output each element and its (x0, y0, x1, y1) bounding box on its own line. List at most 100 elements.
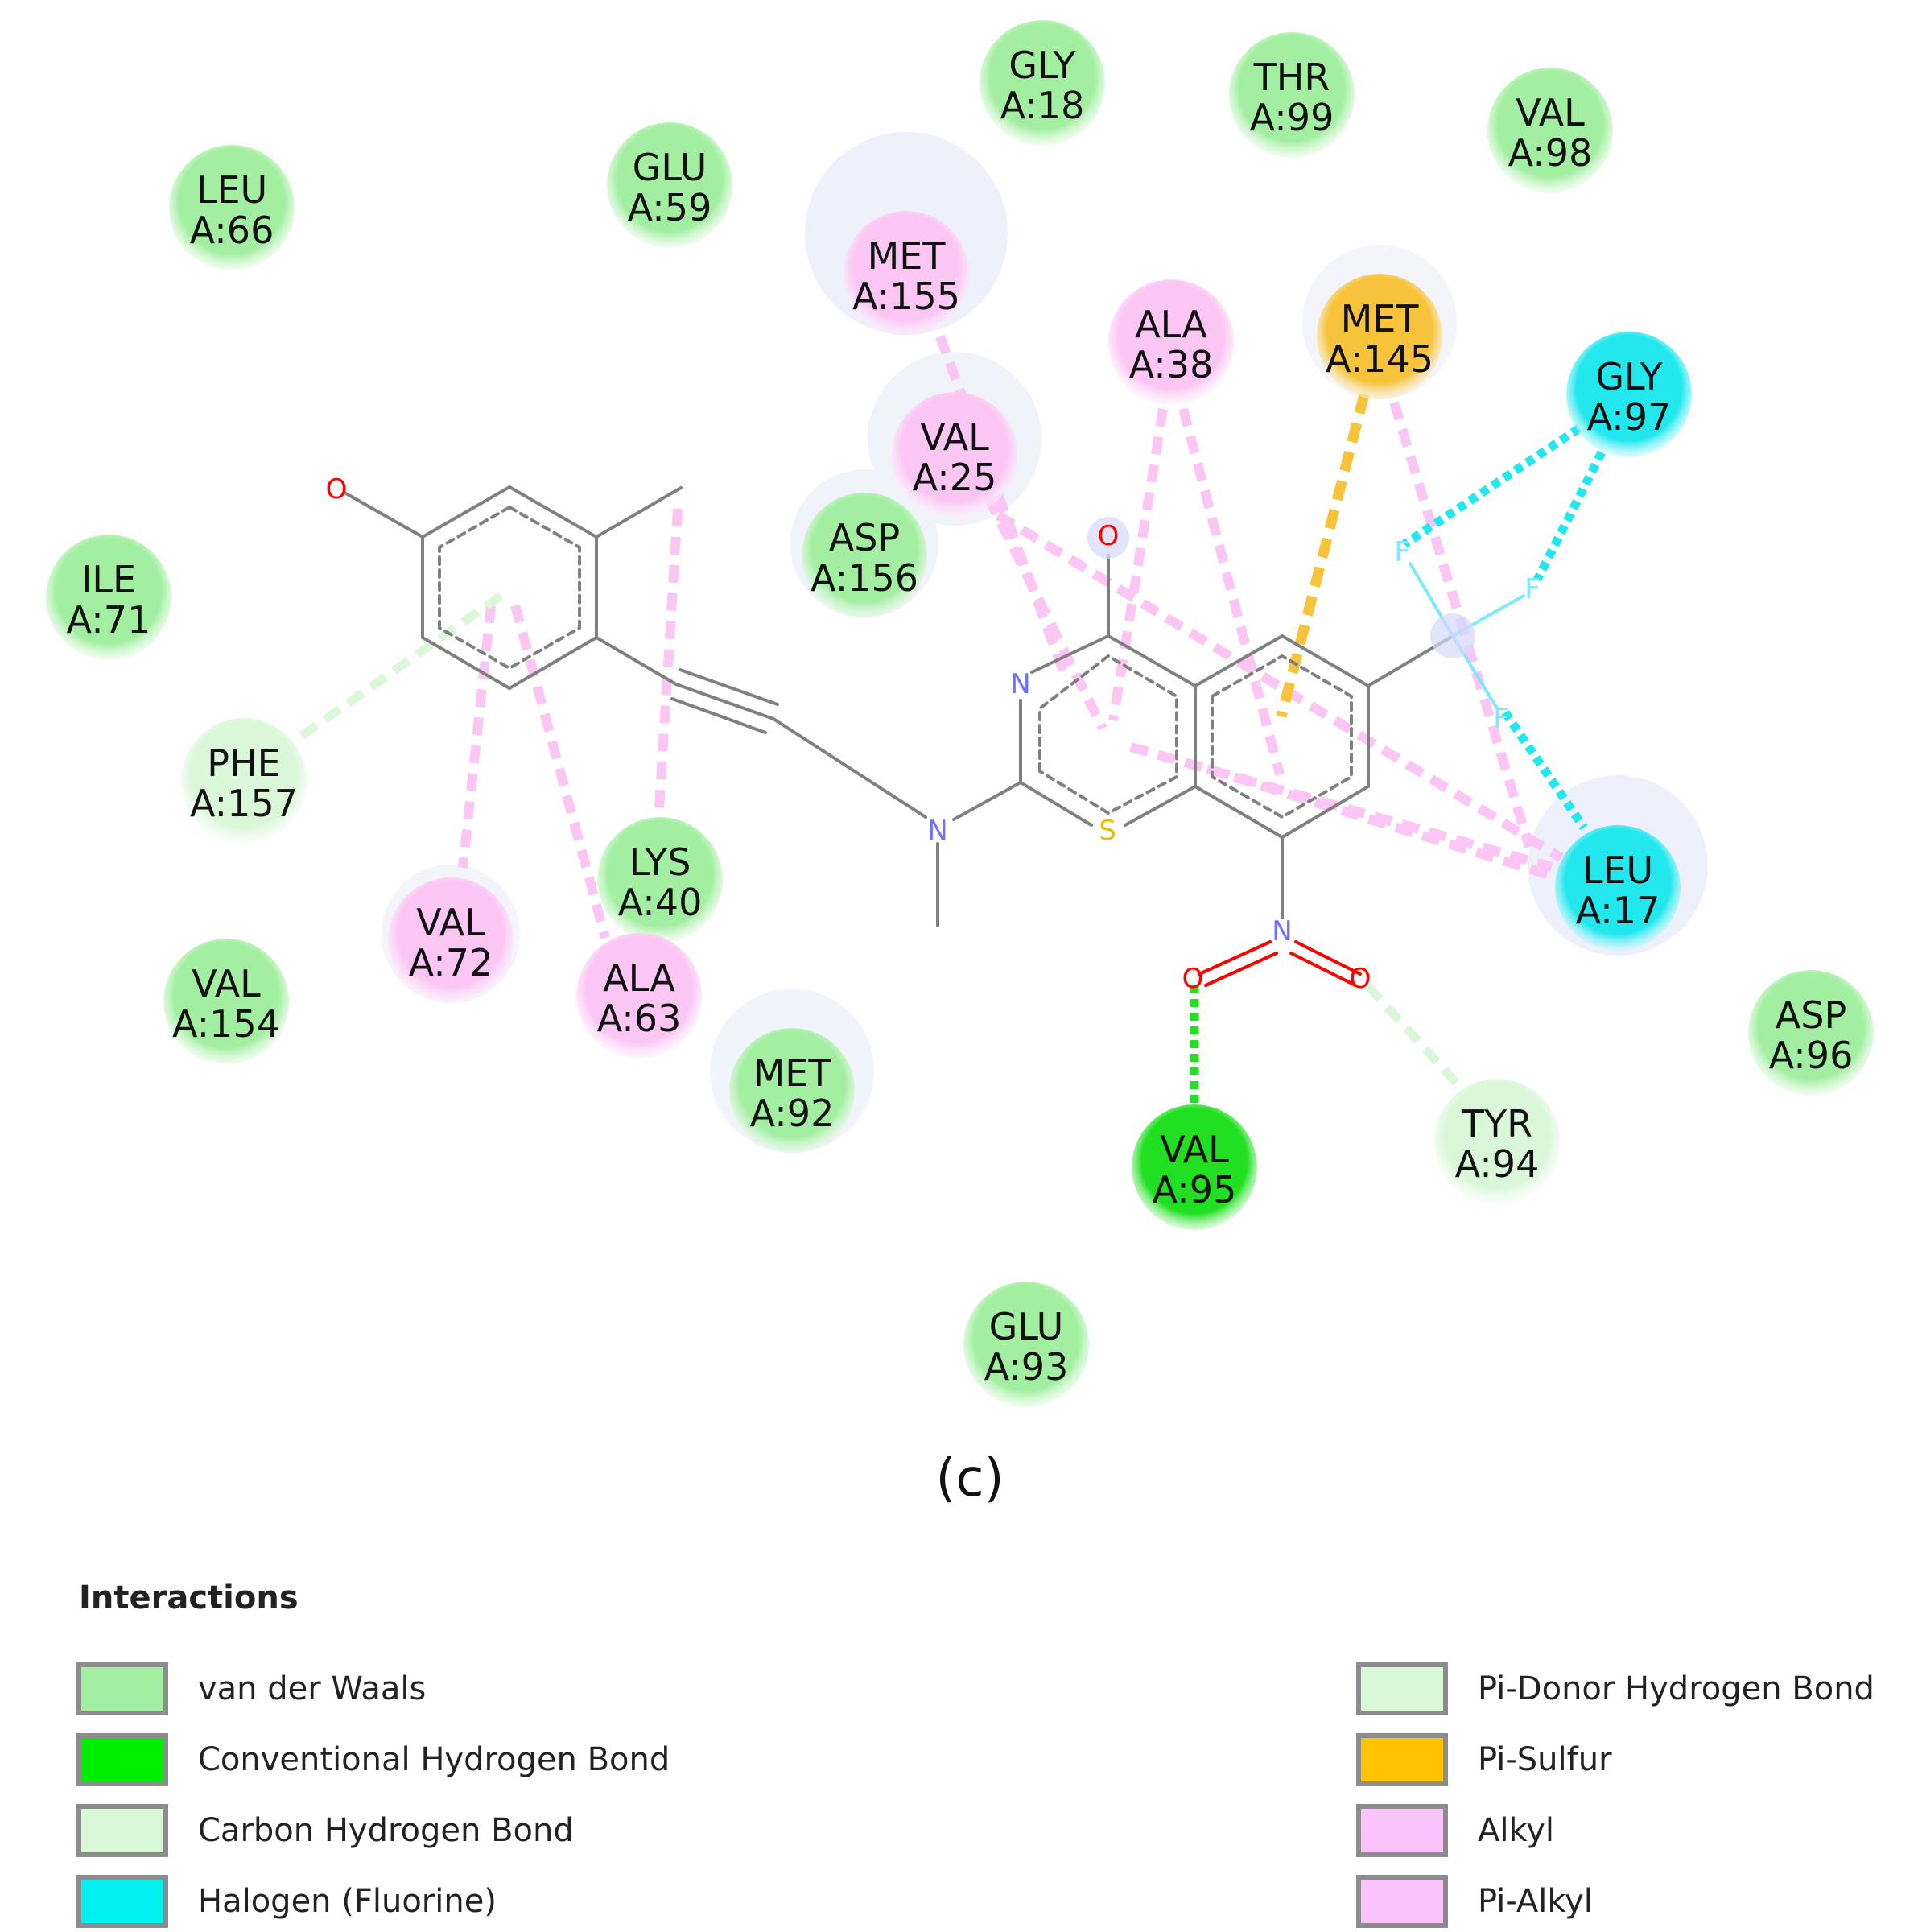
legend-title: Interactions (79, 1579, 299, 1616)
nitro-o2-bond-2 (1289, 952, 1357, 987)
residue-circle (1555, 825, 1681, 951)
alkyl-line-lys40 (654, 508, 683, 822)
legend-label: Pi-Donor Hydrogen Bond (1478, 1670, 1875, 1707)
residue-name: VAL (920, 415, 989, 459)
residue-name: LYS (629, 840, 691, 884)
residue-circle (963, 1282, 1089, 1407)
atom-s-thiazine: S (1099, 815, 1116, 847)
legend-item-pi-donor-hydrogen-bond: Pi-Donor Hydrogen Bond (1356, 1662, 1875, 1715)
pi-sulfur-line (1276, 393, 1370, 718)
residue-id: A:93 (984, 1345, 1069, 1389)
residue-id: A:95 (1153, 1168, 1237, 1212)
atom-labels: O O N N S N O O F F F (326, 473, 1541, 995)
residue-name: ILE (81, 558, 136, 601)
residue-circle (163, 939, 289, 1064)
alkyl-line-leu17-b (1206, 764, 1559, 882)
legend-label: Pi-Sulfur (1478, 1741, 1612, 1778)
nitro-o2-bond (1294, 940, 1362, 976)
residue-name: GLU (989, 1305, 1064, 1348)
residue-name: MET (1341, 297, 1420, 341)
thiazine-bond-c8a-s (1124, 785, 1197, 827)
halogen-lines (1401, 424, 1606, 831)
residue-name: MET (753, 1051, 832, 1095)
legend-label: Halogen (Fluorine) (198, 1883, 497, 1920)
legend-label: Conventional Hydrogen Bond (198, 1741, 670, 1778)
atom-o-nitro-1: O (1182, 963, 1204, 995)
residue-name: ALA (603, 956, 675, 1000)
alkyne-bond-2b (670, 697, 767, 734)
legend-item-conventional-hydrogen-bond: Conventional Hydrogen Bond (76, 1733, 670, 1786)
residue-circle (802, 493, 927, 618)
legend-item-pi-alkyl: Pi-Alkyl (1356, 1875, 1593, 1928)
residue-id: A:154 (172, 1002, 280, 1046)
legend-swatch (76, 1875, 168, 1928)
residue-id: A:157 (190, 782, 298, 825)
amine-c2-bond (952, 781, 1022, 821)
phenol-bond (343, 491, 424, 539)
residue-name: VAL (416, 901, 485, 944)
atom-o-nitro-2: O (1350, 963, 1371, 995)
alkyl-line-ala38-a (1108, 408, 1168, 721)
atom-o-phenol: O (326, 473, 348, 506)
residue-circle (980, 20, 1105, 146)
legend-item-pi-sulfur: Pi-Sulfur (1356, 1733, 1612, 1786)
halogen-line-gly97-a (1401, 424, 1582, 548)
residue-circle (1748, 970, 1874, 1096)
alkyl-line-ala38-b (1178, 407, 1285, 776)
atom-f-1: F (1394, 536, 1410, 568)
atom-n-thiazine: N (1010, 668, 1030, 700)
figure-caption: (c) (935, 1449, 1004, 1509)
residue-circle (597, 817, 723, 943)
residue-id: A:63 (597, 997, 682, 1040)
residue-id: A:17 (1576, 889, 1660, 932)
residue-name: ALA (1135, 303, 1207, 346)
atom-n-amine: N (927, 815, 947, 847)
benzo-ring (1194, 634, 1370, 840)
residue-name: GLU (633, 146, 707, 189)
residue-circle (607, 122, 732, 248)
residue-id: A:145 (1326, 337, 1433, 381)
alkyne-bond-1 (595, 636, 678, 686)
residue-circle (1566, 332, 1692, 457)
residue-circle (388, 877, 514, 1003)
carbon-h-line-tyr94 (1364, 983, 1467, 1094)
legend-label: Alkyl (1478, 1812, 1554, 1849)
residue-id: A:40 (618, 881, 703, 924)
legend-item-carbon-hydrogen-bond: Carbon Hydrogen Bond (76, 1804, 574, 1857)
carbonyl-highlight (1087, 517, 1129, 559)
residue-name: GLY (1595, 355, 1663, 398)
atom-f-2: F (1524, 573, 1541, 605)
pi-donor-line-phe157 (299, 592, 504, 740)
residue-name: LEU (196, 168, 267, 212)
residue-circle (844, 211, 969, 336)
legend-label: van der Waals (198, 1670, 426, 1707)
residue-id: A:71 (67, 598, 151, 642)
legend-item-alkyl: Alkyl (1356, 1804, 1554, 1857)
residue-name: ASP (1776, 993, 1846, 1037)
residue-name: PHE (207, 741, 280, 785)
legend-swatch (1356, 1733, 1448, 1786)
legend-label: Carbon Hydrogen Bond (198, 1812, 574, 1849)
residue-id: A:94 (1455, 1142, 1540, 1186)
nitro-o1-bond-2 (1204, 952, 1278, 987)
thiazine-bond-n3-c4 (1030, 634, 1110, 674)
residue-circle (1229, 32, 1355, 158)
methyl-bond-top (595, 486, 683, 539)
residue-id: A:97 (1587, 395, 1672, 439)
